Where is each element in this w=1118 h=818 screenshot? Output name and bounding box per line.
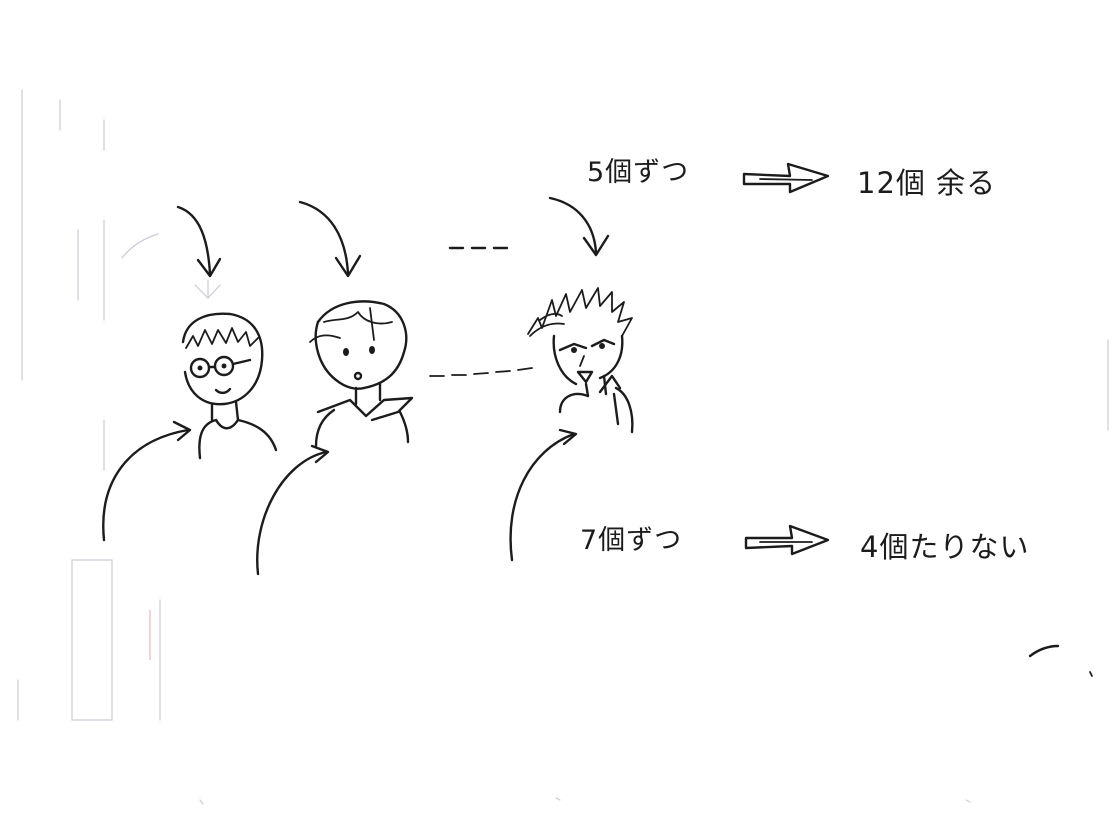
double-right-arrow-icon	[742, 162, 830, 194]
line1-quantity: 5個ずつ	[587, 157, 690, 188]
line1-result: 12個 余る	[857, 166, 997, 200]
line2-result: 4個たりない	[860, 530, 1030, 564]
down-arrow-2-icon	[298, 200, 362, 278]
curved-up-arrow-2-icon	[256, 444, 330, 576]
child-figure-collar	[309, 300, 414, 448]
down-arrow-3-icon	[548, 196, 610, 257]
child-figure-glasses	[181, 312, 278, 460]
curved-up-arrow-3-icon	[509, 428, 578, 562]
scan-bleed-marks	[17, 89, 1109, 721]
child-figure-spiky-hair	[527, 287, 634, 434]
double-right-arrow-icon	[744, 524, 830, 556]
down-arrow-1-icon	[176, 205, 222, 278]
curved-up-arrow-1-icon	[102, 420, 192, 542]
line2-quantity: 7個ずつ	[580, 525, 683, 556]
stray-pen-marks	[199, 644, 1093, 805]
dashed-connector	[429, 367, 533, 377]
